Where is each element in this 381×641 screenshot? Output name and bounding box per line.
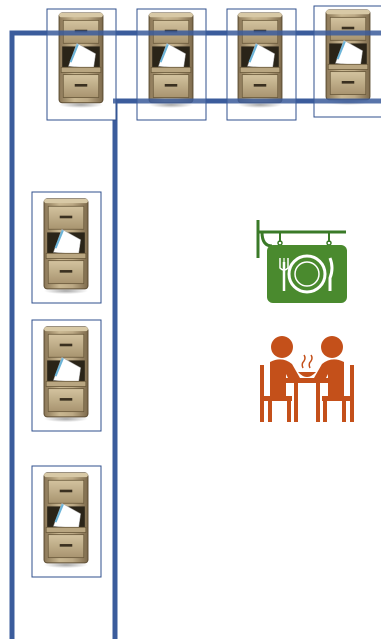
filing-cabinet-icon <box>44 473 88 568</box>
restaurant-sign-icon <box>258 220 347 303</box>
filing-cabinet-icon <box>59 13 103 108</box>
left-column-cabinets <box>32 192 101 577</box>
filing-cabinet-icon <box>44 199 88 294</box>
filing-cabinet-icon <box>238 13 282 108</box>
filing-cabinet-icon <box>149 13 193 108</box>
cabinet-slot[interactable] <box>32 466 101 577</box>
cabinet-slot[interactable] <box>32 192 101 303</box>
cabinet-slot[interactable] <box>47 9 116 120</box>
dining-table-icon <box>260 336 354 422</box>
cabinet-slot[interactable] <box>32 320 101 431</box>
filing-cabinet-icon <box>44 327 88 422</box>
filing-cabinet-icon <box>326 10 370 105</box>
